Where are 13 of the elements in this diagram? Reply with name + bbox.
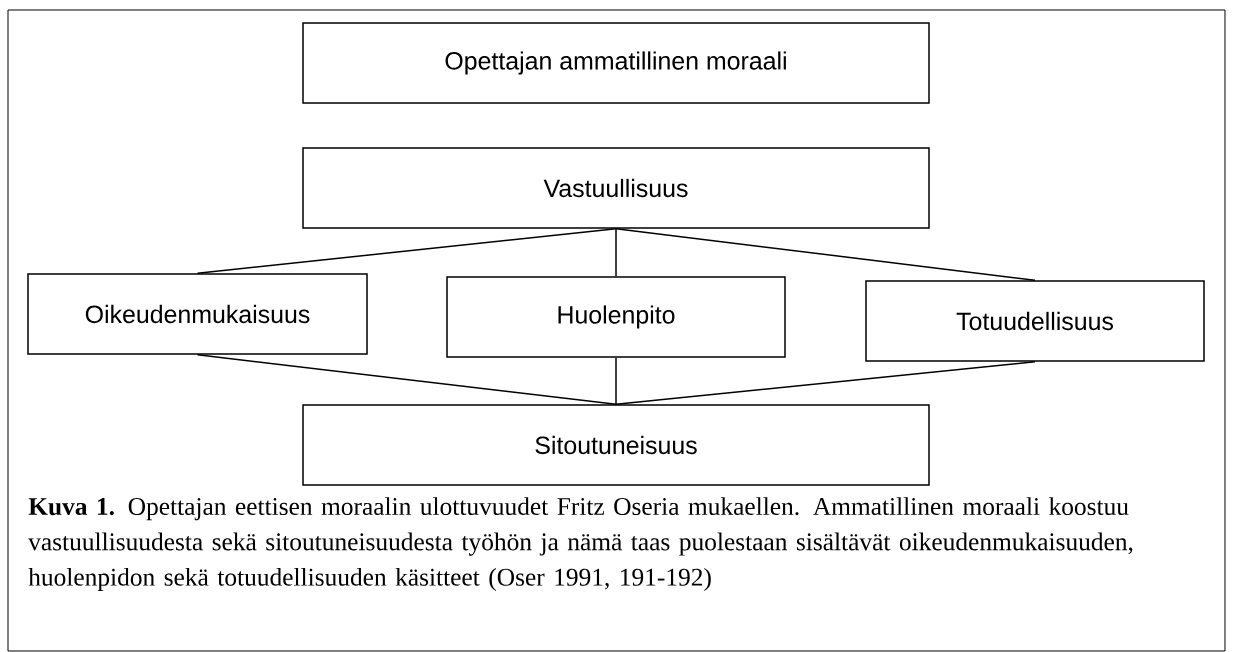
caption: Kuva 1. Opettajan eettisen moraalin ulottuvuudet Fritz Oseria mukaellen. Ammatillinen moraali koostuu vastuullisuudesta sekä sitoutuneisuudesta työhön ja nämä taas puolestaan sisältävät oikeudenmukaisuuden, huolenpidon sekä totuudellisuuden käsitteet (Oser 1991, 191-192) <box>28 497 1133 591</box>
text-box: Vastuullisuus <box>302 147 930 229</box>
connector-line <box>196 354 617 405</box>
connector-line <box>615 361 1036 405</box>
text-box: Sitoutuneisuus <box>302 404 930 486</box>
connector-line <box>615 228 617 277</box>
text-box: Oikeudenmukaisuus <box>27 273 368 355</box>
connector-line <box>196 228 617 274</box>
text-box: Totuudellisuus <box>865 280 1205 362</box>
connector-line <box>615 228 1036 281</box>
connector-line <box>615 357 617 405</box>
text-box: Huolenpito <box>446 276 786 358</box>
text-box: Opettajan ammatillinen moraali <box>302 22 930 104</box>
